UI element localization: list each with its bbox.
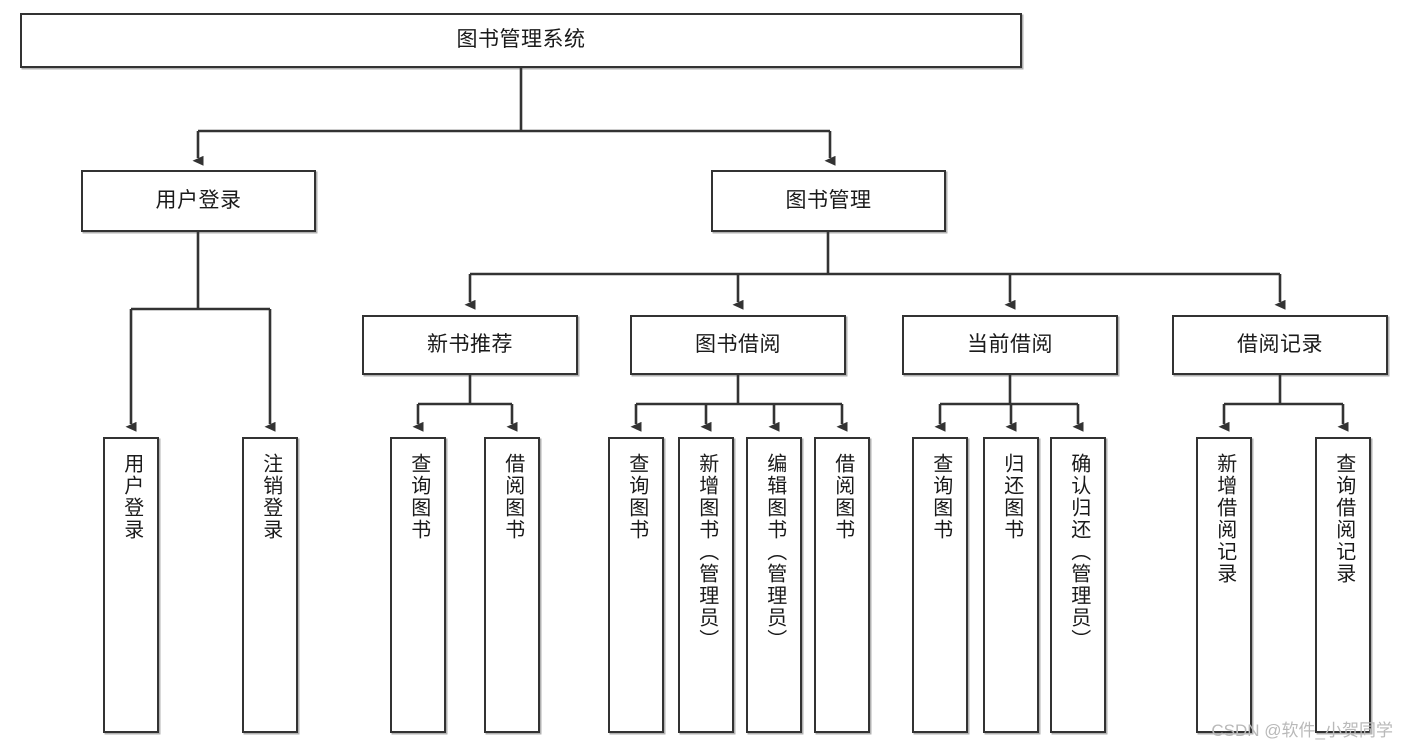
leaf-borrow-book[interactable]: 借阅图书 (814, 437, 870, 733)
leaf-logout-label: 注销登录 (259, 453, 282, 541)
leaf-query-book-current-label: 查询图书 (929, 453, 952, 541)
leaf-add-borrow-record[interactable]: 新增借阅记录 (1196, 437, 1252, 733)
connectors-borrow-record (1218, 375, 1349, 432)
leaf-confirm-return-admin[interactable]: 确认归还（管理员） (1050, 437, 1106, 733)
leaf-add-book-admin-label: 新增图书（管理员） (695, 453, 718, 651)
leaf-query-book-recommend[interactable]: 查询图书 (390, 437, 446, 733)
leaf-user-login[interactable]: 用户登录 (103, 437, 159, 733)
leaf-user-login-label: 用户登录 (120, 453, 143, 541)
node-new-book-recommend-label: 新书推荐 (427, 332, 513, 356)
node-user-login-label: 用户登录 (155, 188, 242, 212)
node-root-label: 图书管理系统 (456, 28, 586, 52)
node-book-borrow[interactable]: 图书借阅 (630, 315, 846, 375)
node-book-manage[interactable]: 图书管理 (711, 170, 946, 232)
connectors-book-borrow (630, 375, 848, 432)
node-book-borrow-label: 图书借阅 (695, 332, 781, 356)
leaf-confirm-return-admin-label: 确认归还（管理员） (1067, 453, 1090, 651)
leaf-add-borrow-record-label: 新增借阅记录 (1213, 453, 1236, 585)
leaf-logout[interactable]: 注销登录 (242, 437, 298, 733)
leaf-return-book-label: 归还图书 (1000, 453, 1023, 541)
leaf-borrow-book-recommend-label: 借阅图书 (501, 453, 524, 541)
leaf-borrow-book-recommend[interactable]: 借阅图书 (484, 437, 540, 733)
node-user-login[interactable]: 用户登录 (81, 170, 316, 232)
connectors-root (192, 68, 836, 166)
leaf-return-book[interactable]: 归还图书 (983, 437, 1039, 733)
node-borrow-record-label: 借阅记录 (1237, 332, 1323, 356)
node-book-manage-label: 图书管理 (785, 188, 872, 212)
node-root[interactable]: 图书管理系统 (20, 13, 1022, 68)
node-borrow-record[interactable]: 借阅记录 (1172, 315, 1388, 375)
connectors-current-borrow (934, 375, 1084, 432)
leaf-query-book-current[interactable]: 查询图书 (912, 437, 968, 733)
connectors-book-manage (464, 232, 1286, 310)
leaf-query-book-borrow-label: 查询图书 (625, 453, 648, 541)
leaf-edit-book-admin-label: 编辑图书（管理员） (763, 453, 786, 651)
node-current-borrow-label: 当前借阅 (967, 332, 1053, 356)
connectors-user-login (125, 232, 276, 432)
node-new-book-recommend[interactable]: 新书推荐 (362, 315, 578, 375)
leaf-query-borrow-record[interactable]: 查询借阅记录 (1315, 437, 1371, 733)
leaf-query-borrow-record-label: 查询借阅记录 (1332, 453, 1355, 585)
leaf-edit-book-admin[interactable]: 编辑图书（管理员） (746, 437, 802, 733)
leaf-borrow-book-label: 借阅图书 (831, 453, 854, 541)
leaf-add-book-admin[interactable]: 新增图书（管理员） (678, 437, 734, 733)
node-current-borrow[interactable]: 当前借阅 (902, 315, 1118, 375)
connectors-new-book-rec (412, 375, 518, 432)
leaf-query-book-recommend-label: 查询图书 (407, 453, 430, 541)
leaf-query-book-borrow[interactable]: 查询图书 (608, 437, 664, 733)
